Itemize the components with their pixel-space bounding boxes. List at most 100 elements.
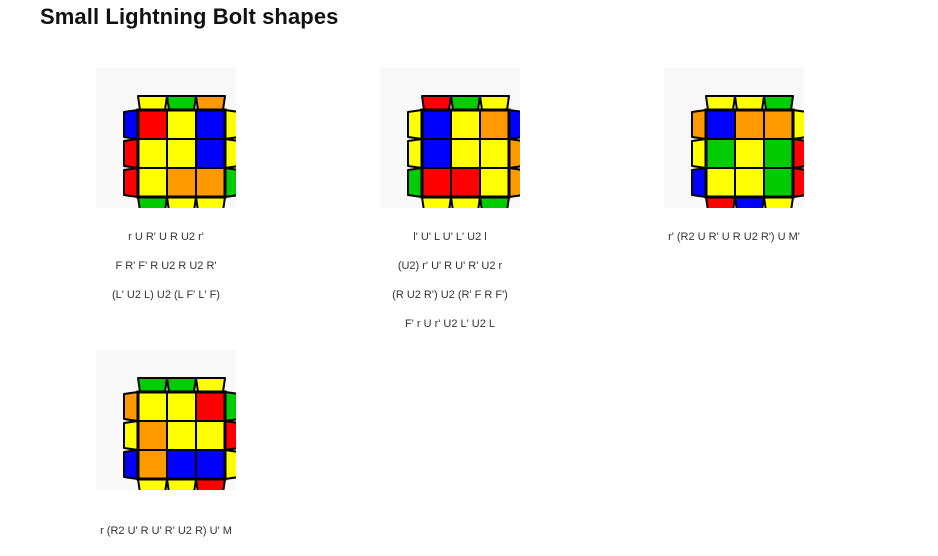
left-edge-sticker <box>407 138 423 169</box>
face-sticker <box>705 109 736 140</box>
face-sticker <box>763 109 794 140</box>
top-edge-sticker <box>137 95 168 111</box>
right-edge-sticker <box>224 138 236 169</box>
face-sticker <box>421 138 452 169</box>
face-sticker <box>421 109 452 140</box>
alg-list: r (R2 U' R U' R' U2 R) U' M <box>40 524 292 538</box>
top-edge-sticker <box>195 95 226 111</box>
case-card: r (R2 U' R U' R' U2 R) U' M <box>40 350 292 553</box>
face-sticker <box>734 138 765 169</box>
right-edge-sticker <box>792 109 804 140</box>
left-edge-sticker <box>691 109 707 140</box>
case-card: r U R' U R U2 r' F R' F' R U2 R U2 R' (L… <box>40 68 292 317</box>
face-sticker <box>137 420 168 451</box>
face-outline <box>136 108 227 199</box>
top-edge-sticker <box>479 95 510 111</box>
bottom-edge-sticker <box>137 196 168 208</box>
right-edge-sticker <box>792 167 804 198</box>
case-card: l' U' L U' L' U2 l (U2) r' U' R U' R' U2… <box>324 68 576 346</box>
bottom-edge-sticker <box>734 196 765 208</box>
alg-list: r' (R2 U R' U R U2 R') U M' <box>608 230 860 244</box>
cube-diagram <box>96 68 236 208</box>
face-outline <box>136 390 227 481</box>
face-sticker <box>137 167 168 198</box>
top-edge-sticker <box>137 377 168 393</box>
face-sticker <box>195 109 226 140</box>
cube-diagram <box>96 350 236 490</box>
top-edge-sticker <box>450 95 481 111</box>
face-sticker <box>705 167 736 198</box>
left-edge-sticker <box>123 449 139 480</box>
right-edge-sticker <box>792 138 804 169</box>
algorithm: r U R' U R U2 r' <box>128 231 204 243</box>
right-edge-sticker <box>508 167 520 198</box>
bottom-edge-sticker <box>450 196 481 208</box>
alg-list: l' U' L U' L' U2 l (U2) r' U' R U' R' U2… <box>324 230 576 331</box>
bottom-edge-sticker <box>195 478 226 490</box>
left-edge-sticker <box>123 138 139 169</box>
right-edge-sticker <box>224 391 236 422</box>
algorithm: r' (R2 U R' U R U2 R') U M' <box>668 231 800 243</box>
face-sticker <box>734 167 765 198</box>
face-sticker <box>479 138 510 169</box>
algorithm: F R' F' R U2 R U2 R' <box>115 260 217 272</box>
bottom-edge-sticker <box>166 478 197 490</box>
face-sticker <box>137 109 168 140</box>
bottom-edge-sticker <box>479 196 510 208</box>
right-edge-sticker <box>508 138 520 169</box>
face-sticker <box>166 109 197 140</box>
face-sticker <box>166 138 197 169</box>
bottom-edge-sticker <box>195 196 226 208</box>
left-edge-sticker <box>123 391 139 422</box>
algorithm: (L' U2 L) U2 (L F' L' F) <box>112 289 220 301</box>
top-edge-sticker <box>734 95 765 111</box>
face-sticker <box>479 167 510 198</box>
right-edge-sticker <box>224 167 236 198</box>
bottom-edge-sticker <box>137 478 168 490</box>
left-edge-sticker <box>691 167 707 198</box>
right-edge-sticker <box>224 449 236 480</box>
face-outline <box>420 108 511 199</box>
face-sticker <box>195 420 226 451</box>
algorithm: r (R2 U' R U' R' U2 R) U' M <box>100 525 232 537</box>
top-edge-sticker <box>421 95 452 111</box>
left-edge-sticker <box>123 167 139 198</box>
face-sticker <box>763 138 794 169</box>
left-edge-sticker <box>407 167 423 198</box>
face-sticker <box>195 138 226 169</box>
algorithm: l' U' L U' L' U2 l <box>413 231 487 243</box>
face-sticker <box>479 109 510 140</box>
right-edge-sticker <box>508 109 520 140</box>
algorithm: (R U2 R') U2 (R' F R F') <box>392 289 508 301</box>
page-title: Small Lightning Bolt shapes <box>40 4 339 29</box>
bottom-edge-sticker <box>705 196 736 208</box>
face-sticker <box>137 138 168 169</box>
top-edge-sticker <box>195 377 226 393</box>
bottom-edge-sticker <box>421 196 452 208</box>
face-sticker <box>166 420 197 451</box>
face-sticker <box>137 449 168 480</box>
top-edge-sticker <box>166 377 197 393</box>
case-card: r' (R2 U R' U R U2 R') U M' <box>608 68 860 259</box>
algorithm: F' r U r' U2 L' U2 L <box>404 318 496 330</box>
cube-diagram <box>380 68 520 208</box>
top-edge-sticker <box>763 95 794 111</box>
face-sticker <box>734 109 765 140</box>
face-sticker <box>421 167 452 198</box>
bottom-edge-sticker <box>166 196 197 208</box>
face-sticker <box>705 138 736 169</box>
face-sticker <box>763 167 794 198</box>
left-edge-sticker <box>691 138 707 169</box>
face-sticker <box>450 167 481 198</box>
face-outline <box>704 108 795 199</box>
face-sticker <box>195 167 226 198</box>
alg-list: r U R' U R U2 r' F R' F' R U2 R U2 R' (L… <box>40 230 292 302</box>
face-sticker <box>166 391 197 422</box>
face-sticker <box>195 391 226 422</box>
face-sticker <box>166 449 197 480</box>
face-sticker <box>450 138 481 169</box>
bottom-edge-sticker <box>763 196 794 208</box>
left-edge-sticker <box>123 420 139 451</box>
face-sticker <box>137 391 168 422</box>
top-edge-sticker <box>166 95 197 111</box>
